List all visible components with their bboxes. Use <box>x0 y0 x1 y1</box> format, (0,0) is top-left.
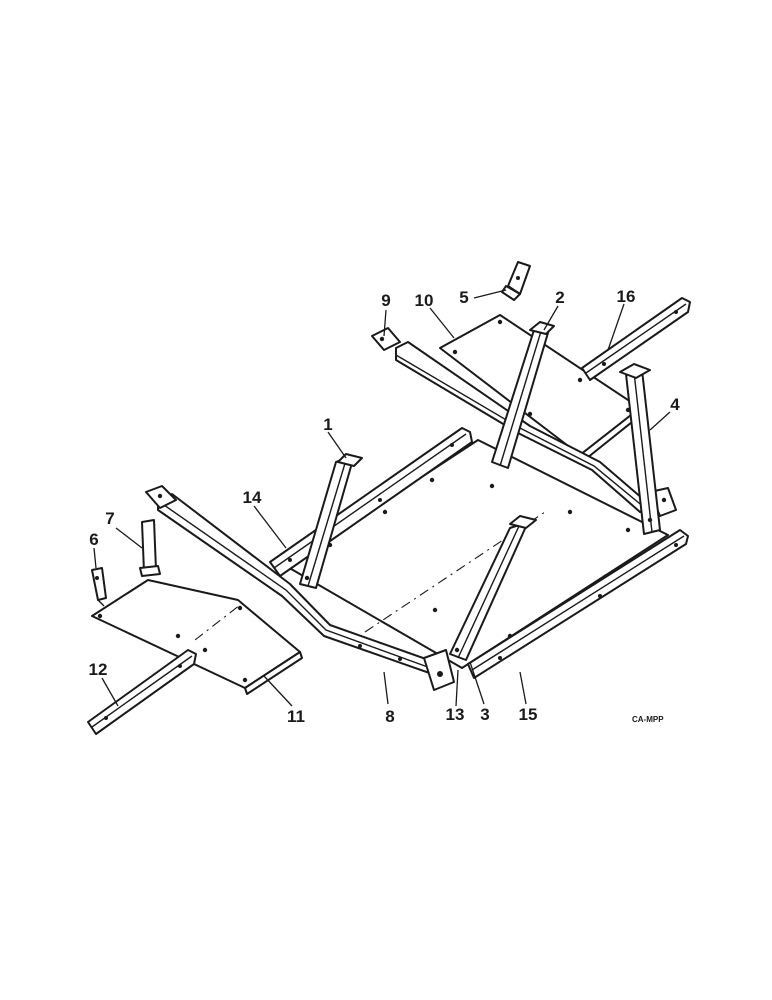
clip <box>91 567 107 607</box>
callout-8: 8 <box>385 707 394 726</box>
callout-7: 7 <box>105 509 114 528</box>
left-floor-plate <box>91 579 303 695</box>
rear-angle <box>581 297 691 381</box>
callout-10: 10 <box>415 291 434 310</box>
small-bracket <box>501 261 531 301</box>
front-left-leg <box>299 453 363 589</box>
callout-3: 3 <box>480 705 489 724</box>
front-right-leg <box>449 515 537 661</box>
callout-9: 9 <box>381 291 390 310</box>
left-front-angle <box>87 649 197 735</box>
callout-2: 2 <box>555 288 564 307</box>
callout-12: 12 <box>89 660 108 679</box>
callout-1: 1 <box>323 415 332 434</box>
rear-right-leg <box>619 363 661 535</box>
drawing-number: CA-MPP <box>632 715 664 724</box>
callout-16: 16 <box>617 287 636 306</box>
callout-labels: 1 2 3 4 5 6 7 8 9 10 11 12 13 14 15 16 <box>89 287 681 726</box>
callout-11: 11 <box>287 707 305 726</box>
rear-left-leg <box>491 321 555 469</box>
callout-5: 5 <box>459 288 468 307</box>
callout-13: 13 <box>446 705 465 724</box>
callout-15: 15 <box>519 705 538 724</box>
right-side-angle <box>467 529 689 679</box>
callout-4: 4 <box>670 395 680 414</box>
leader-lines <box>93 289 671 707</box>
callout-6: 6 <box>89 530 98 549</box>
front-main-channel <box>145 485 455 691</box>
post-bracket <box>139 519 161 577</box>
callout-14: 14 <box>243 488 262 507</box>
